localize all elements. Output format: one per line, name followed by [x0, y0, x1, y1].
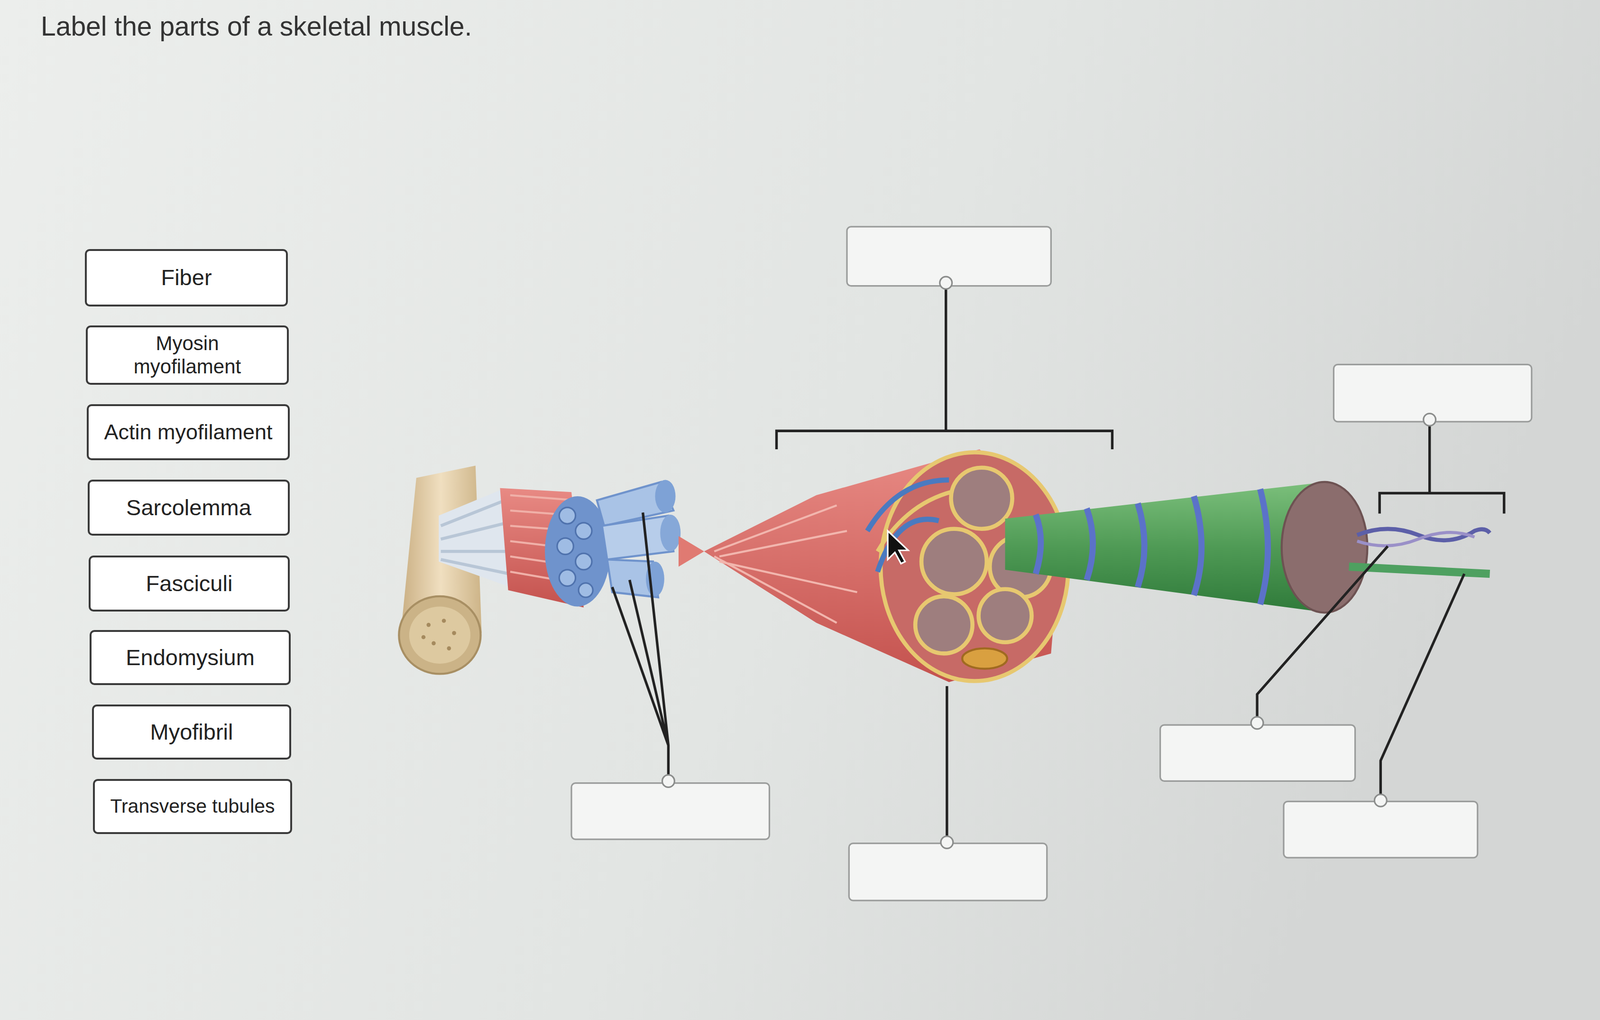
term-label: Transverse tubules: [110, 794, 275, 818]
term-label: Endomysium: [125, 644, 255, 671]
word-bank-box: Myofibril: [91, 704, 292, 760]
term-label: Sarcolemma: [126, 494, 252, 521]
word-bank-box: Endomysium: [89, 629, 291, 685]
question-title: Label the parts of a skeletal muscle.: [40, 10, 472, 42]
term-label: Fiber: [160, 264, 212, 291]
word-bank-box: Actin myofilament: [86, 404, 290, 460]
term-label: Myosin myofilament: [116, 331, 259, 378]
term-label: Actin myofilament: [103, 419, 273, 445]
word-bank-box: Sarcolemma: [87, 479, 290, 536]
word-bank-box: Myosin myofilament: [85, 325, 289, 385]
term-label: Myofibril: [150, 718, 234, 745]
word-bank-box: Transverse tubules: [92, 778, 293, 834]
word-bank-box: Fiber: [84, 248, 288, 307]
word-bank-box: Fasciculi: [88, 555, 290, 612]
term-label: Fasciculi: [146, 570, 233, 597]
